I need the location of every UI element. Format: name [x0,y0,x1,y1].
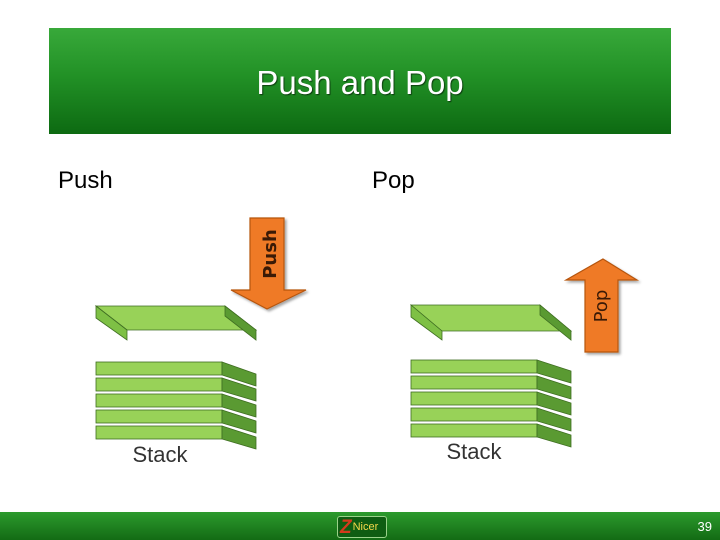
push-stack-plate [95,393,257,418]
pop-stack [410,359,572,448]
push-stack [95,361,257,450]
push-loose-plate [94,305,258,341]
page-number: 39 [697,519,712,534]
push-arrow-label: Push [260,229,281,279]
logo-word: Nicer [352,520,379,533]
pop-stack-plate [410,359,572,384]
push-stack-label: Stack [132,442,188,467]
push-stack-plate [95,361,257,387]
pop-loose-plate [409,304,573,341]
pop-arrow-label: Pop [591,290,612,323]
push-stack-plate [95,377,257,402]
push-stack-plate [95,409,257,434]
slide-title: Push and Pop [256,64,464,101]
pop-stack-plate [410,375,572,400]
push-heading: Push [58,167,113,194]
pop-stack-plate [410,423,572,448]
pop-heading: Pop [372,167,415,194]
pop-stack-plate [410,391,572,416]
logo-letter: Z [340,516,352,538]
push-stack-plate [95,425,257,450]
pop-arrow-icon [563,258,640,353]
footer-logo: Z Nicer [337,516,387,538]
title-bar: Push and Pop [49,28,671,134]
push-arrow-icon [230,217,307,310]
pop-stack-label: Stack [446,439,502,464]
push-pop-diagram: Stack Push Stack [94,217,640,467]
pop-stack-plate [410,407,572,432]
